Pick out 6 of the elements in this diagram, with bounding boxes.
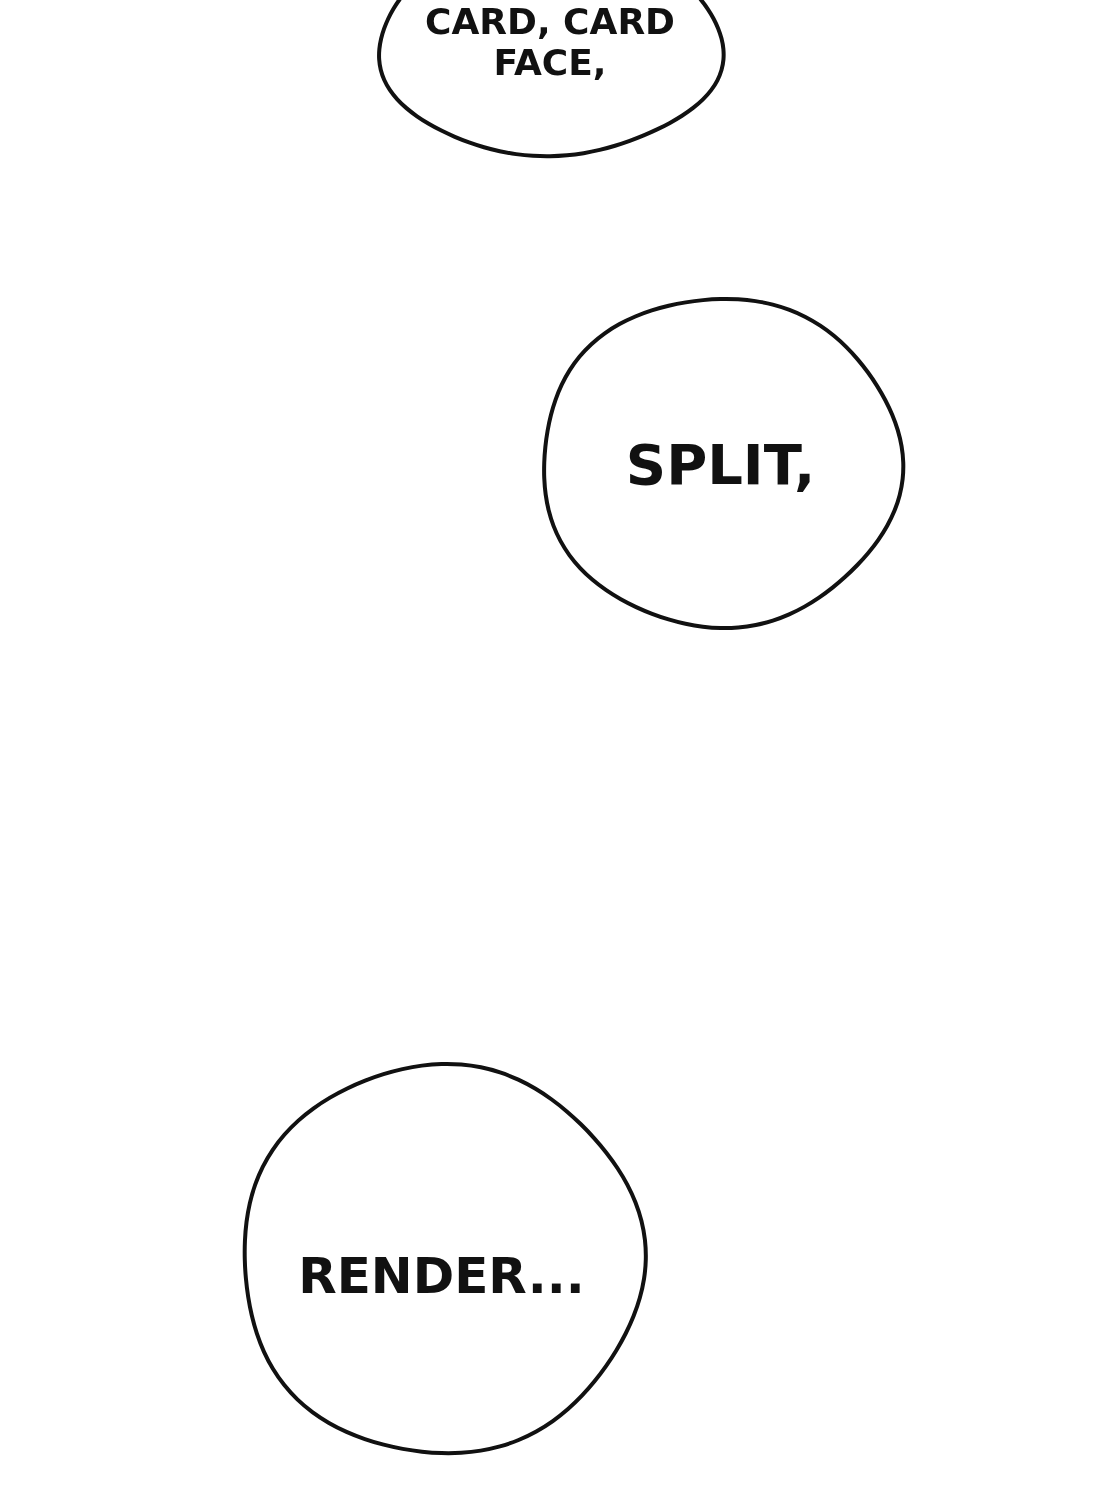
speech-bubble xyxy=(377,0,726,159)
speech-bubble xyxy=(542,297,906,631)
speech-text: CARD, CARD FACE, xyxy=(424,0,676,84)
speech-bubble xyxy=(242,1061,648,1456)
speech-text: RENDER... xyxy=(298,1248,585,1306)
speech-text: SPLIT, xyxy=(625,432,816,498)
